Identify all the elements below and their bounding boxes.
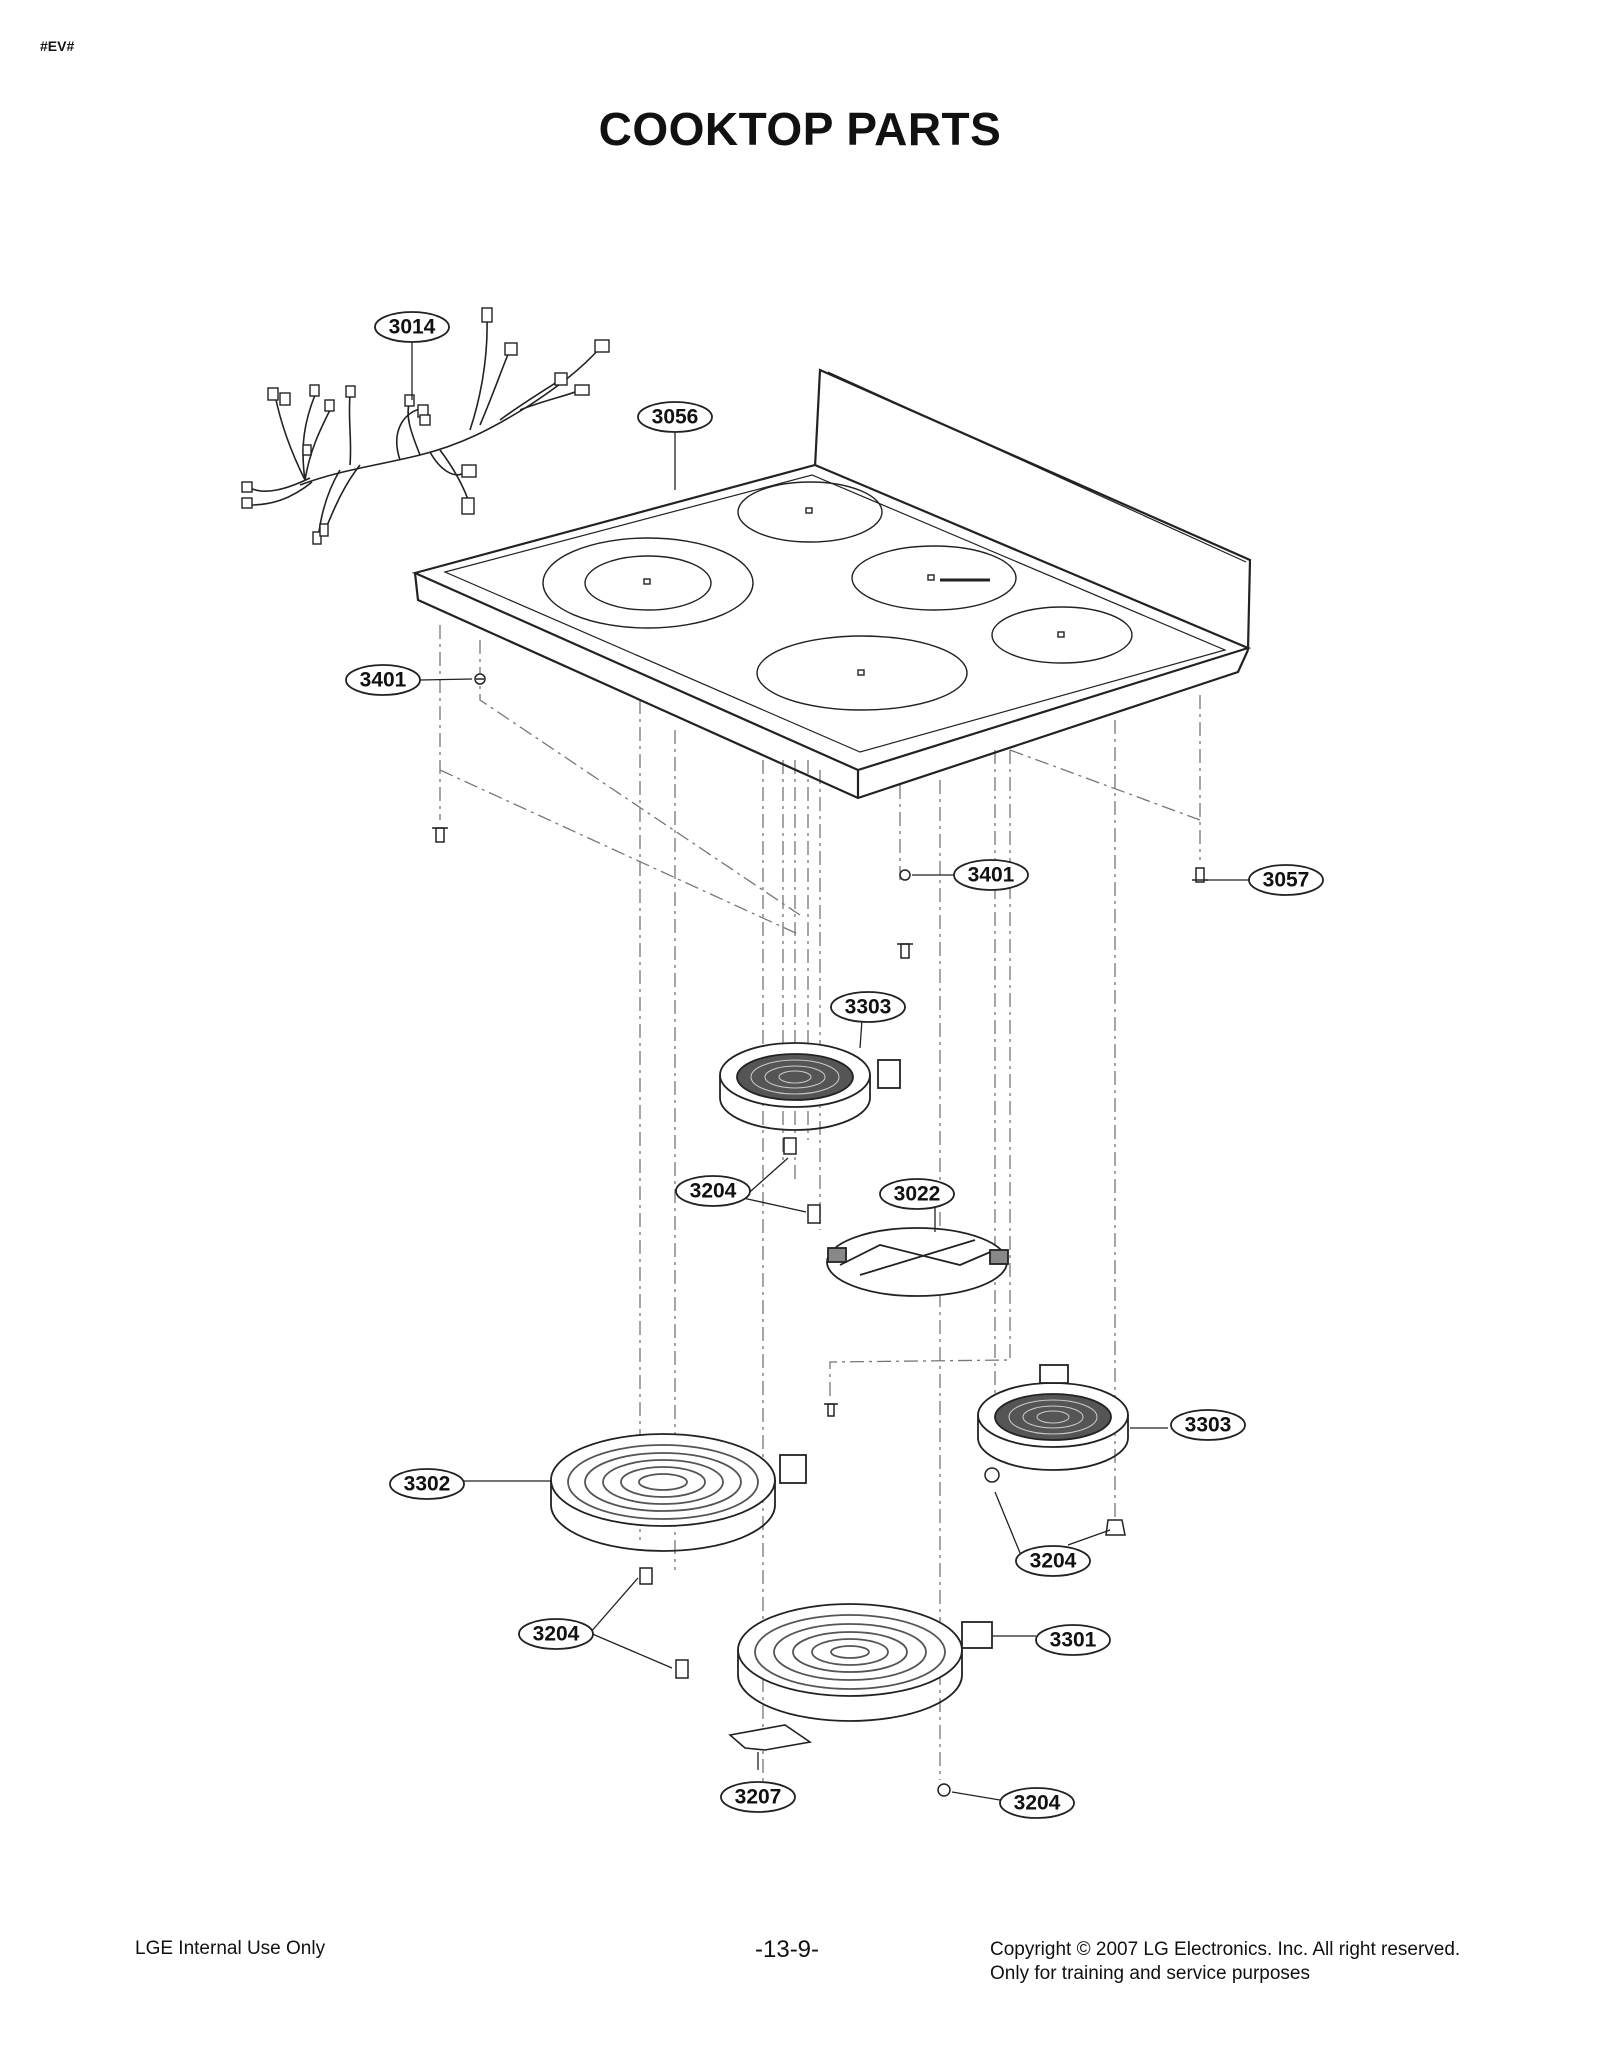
radiant-element-3303-upper [719,1042,901,1131]
usage-note: Only for training and service purposes [990,1963,1310,1984]
callout-3302: 3302 [404,1473,451,1496]
radiant-element-3303-lower [977,1364,1129,1471]
page-title: COOKTOP PARTS [598,103,1002,155]
callout-3056: 3056 [652,406,699,429]
screw-icon [474,673,486,685]
element-bracket-3022 [826,1227,1009,1297]
screw-icon [824,1403,838,1417]
terminal-shield-3207 [728,1724,813,1751]
callout-bubbles [345,311,1324,1819]
callout-3204-upper: 3204 [690,1180,737,1203]
callout-3204-left: 3204 [533,1623,580,1646]
callout-labels: 3014 3056 3401 3401 3057 3303 3204 3022 … [360,316,1310,1815]
radiant-element-3301 [737,1603,993,1722]
cooktop-glass-3056 [411,368,1252,800]
screw-icon [432,827,448,843]
callout-3014: 3014 [389,316,436,339]
leader-lines [411,340,1249,1801]
callout-3057: 3057 [1263,869,1310,892]
document-tag: #EV# [40,38,75,54]
copyright-text: Copyright © 2007 LG Electronics. Inc. Al… [990,1939,1461,1960]
callout-3204-bottom: 3204 [1014,1792,1061,1815]
footer-internal-notice: LGE Internal Use Only [135,1938,326,1959]
callout-3401-mid: 3401 [968,864,1015,887]
screws [432,673,1208,1417]
radiant-element-3302 [550,1433,807,1552]
cooktop-burner-zones [542,481,1133,711]
callout-3022: 3022 [894,1183,941,1206]
callout-3401-top: 3401 [360,669,407,692]
callout-3303-upper: 3303 [845,996,892,1019]
callout-3301: 3301 [1050,1629,1097,1652]
page-number: -13-9- [755,1936,820,1963]
screw-icon [897,943,913,959]
screw-icon [1192,867,1208,883]
footer-copyright-block: Copyright © 2007 LG Electronics. Inc. Al… [990,1938,1460,1986]
limiter-clips-3204 [639,1137,1126,1797]
callout-3204-right: 3204 [1030,1550,1077,1573]
screw-icon [899,869,911,881]
callout-3207: 3207 [735,1786,782,1809]
callout-3303-lower: 3303 [1185,1414,1232,1437]
wire-connectors [241,307,610,545]
wire-harness-3014 [249,319,601,541]
